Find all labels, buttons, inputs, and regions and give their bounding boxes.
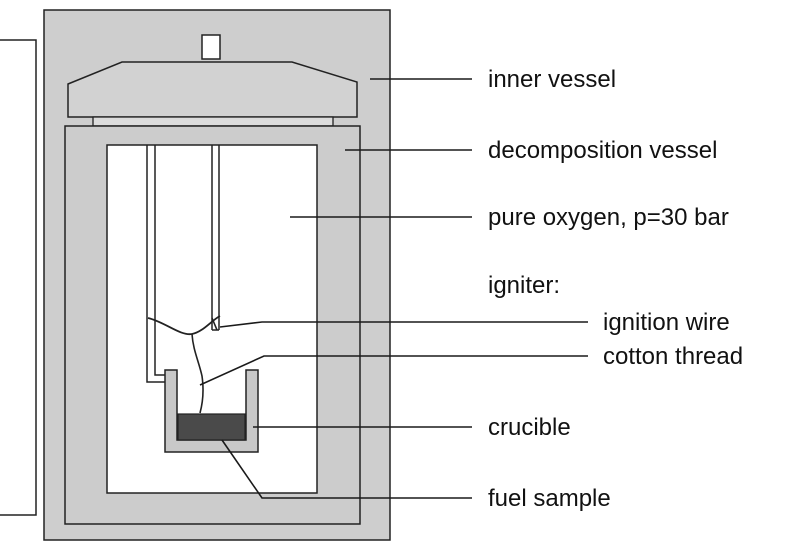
label-fuel-sample: fuel sample (488, 485, 611, 512)
label-inner-vessel: inner vessel (488, 66, 616, 93)
label-ignition-wire: ignition wire (603, 309, 730, 336)
fuel-sample (177, 413, 246, 441)
leader-line-fuel-sample (221, 439, 472, 499)
leader-line-ignition-wire (219, 321, 588, 328)
label-crucible: crucible (488, 414, 571, 441)
ignition-wire-tail (211, 317, 218, 331)
crucible (164, 369, 259, 453)
electrode-rod-right (211, 145, 220, 331)
label-decomposition-vessel: decomposition vessel (488, 137, 717, 164)
label-cotton-thread: cotton thread (603, 343, 743, 370)
label-igniter: igniter: (488, 272, 560, 299)
lid-knob (201, 34, 221, 60)
leader-line-cotton-thread (199, 355, 588, 386)
outer-jacket-wall (0, 39, 37, 516)
cotton-thread (191, 333, 204, 414)
vessel-lid (67, 61, 358, 118)
lid-seal (92, 116, 334, 127)
label-pure-oxygen: pure oxygen, p=30 bar (488, 204, 729, 231)
